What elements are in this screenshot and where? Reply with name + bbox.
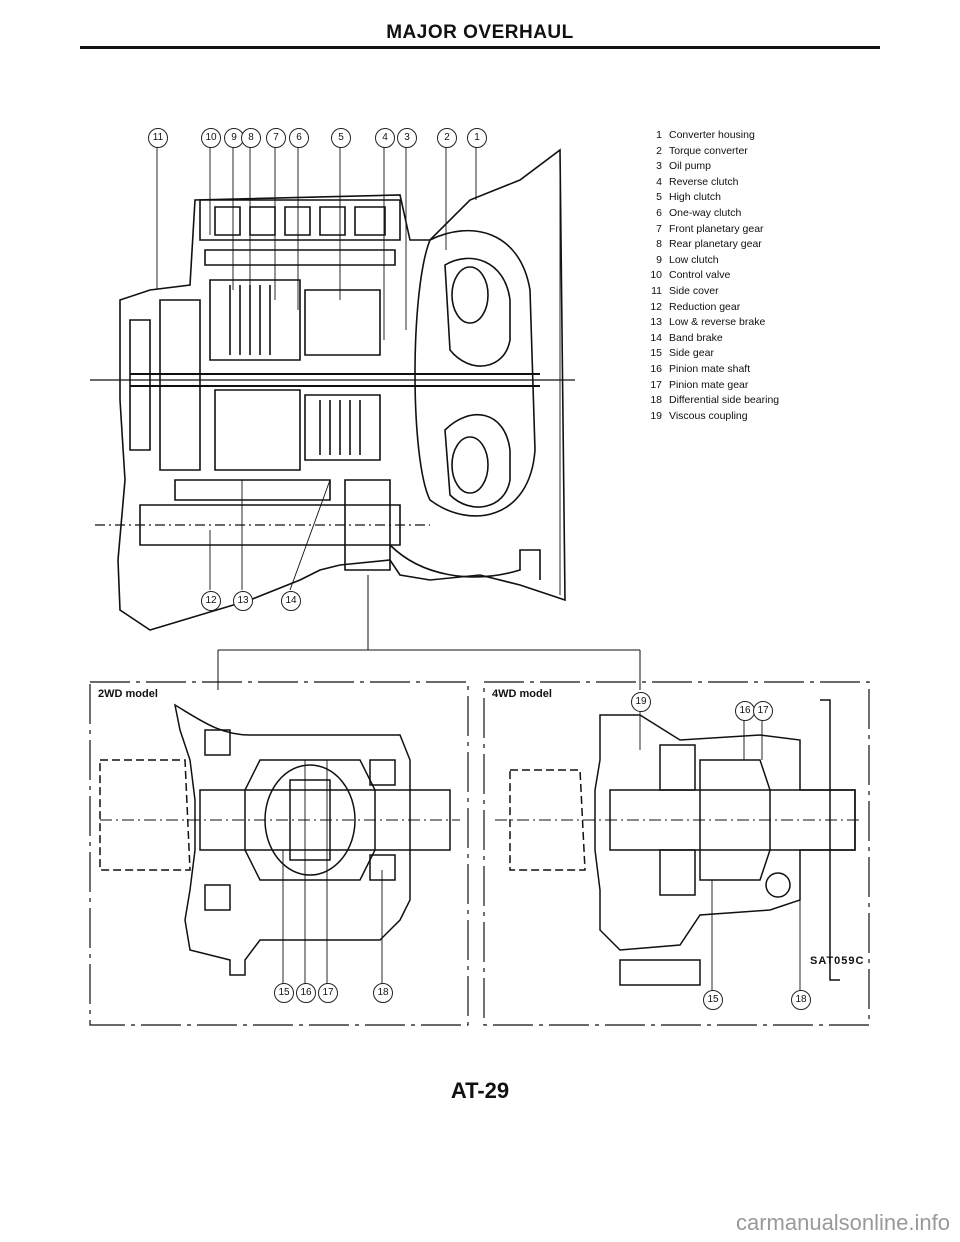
callout-3: 3 <box>397 128 417 148</box>
callout-17-2wd: 17 <box>318 983 338 1003</box>
title-rule <box>80 46 880 49</box>
callout-11: 11 <box>148 128 168 148</box>
watermark: carmanualsonline.info <box>735 1210 950 1235</box>
2wd-model-label: 2WD model <box>98 688 158 700</box>
callout-4: 4 <box>375 128 395 148</box>
callout-15-2wd: 15 <box>274 983 294 1003</box>
2wd-model-frame <box>89 681 469 1026</box>
callout-5: 5 <box>331 128 351 148</box>
control-valve-body <box>199 199 401 241</box>
page-number: AT-29 <box>450 1078 510 1103</box>
callout-1: 1 <box>467 128 487 148</box>
callout-2: 2 <box>437 128 457 148</box>
callout-12: 12 <box>201 591 221 611</box>
4wd-model-frame <box>483 681 870 1026</box>
transmission-case-outline <box>117 148 566 631</box>
callout-18-2wd: 18 <box>373 983 393 1003</box>
callout-15-4wd: 15 <box>703 990 723 1010</box>
figure-code: SAT059C <box>810 955 865 967</box>
callout-18-4wd: 18 <box>791 990 811 1010</box>
callout-7: 7 <box>266 128 286 148</box>
page-title: MAJOR OVERHAUL <box>386 22 574 43</box>
callout-16-4wd: 16 <box>735 701 755 721</box>
callout-13: 13 <box>233 591 253 611</box>
4wd-model-label: 4WD model <box>492 688 552 700</box>
callout-10: 10 <box>201 128 221 148</box>
callout-17-4wd: 17 <box>753 701 773 721</box>
callout-6: 6 <box>289 128 309 148</box>
reduction-shaft <box>139 504 401 546</box>
torque-converter-outline <box>414 229 536 517</box>
callout-16-2wd: 16 <box>296 983 316 1003</box>
callout-19-4wd: 19 <box>631 692 651 712</box>
callout-8: 8 <box>241 128 261 148</box>
4wd-differential-drawing <box>509 699 856 986</box>
callout-14: 14 <box>281 591 301 611</box>
2wd-differential-drawing <box>99 703 451 976</box>
